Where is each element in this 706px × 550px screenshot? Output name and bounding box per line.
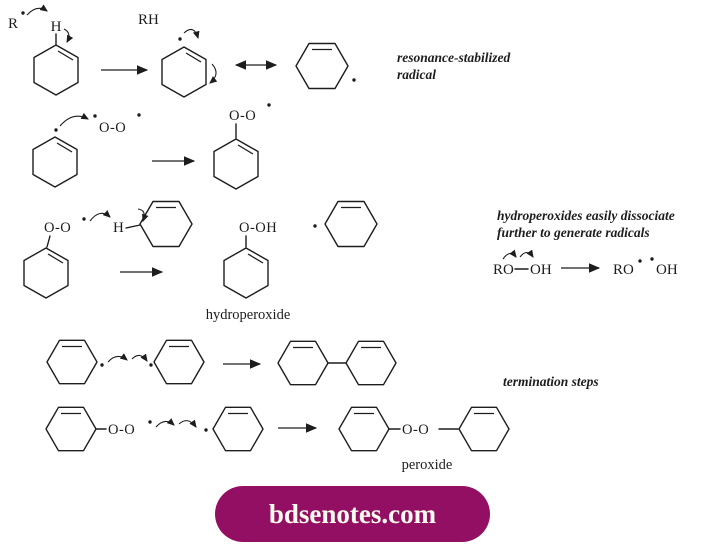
radical-electron-dot [148, 420, 152, 424]
bdsenotes-link[interactable]: bdsenotes.com [215, 486, 490, 542]
hydroperoxide-note-line1: hydroperoxides easily dissociate [497, 208, 675, 223]
bdsenotes-label: bdsenotes.com [268, 498, 437, 529]
c-h-bond [125, 224, 141, 229]
initiation-step: R H RH resonance-stabilized radical [8, 4, 510, 98]
cyclohexene-ring [45, 406, 97, 452]
cyclohexene-ring [223, 247, 269, 299]
radical-electron-dot [82, 217, 86, 221]
radical-reaction-scheme: R H RH resonance-stabilized radical O-O … [8, 4, 678, 473]
resonance-structure-ring [295, 42, 349, 90]
bicyclohexenyl-ring-right [345, 340, 397, 386]
double-bond [247, 253, 264, 264]
electron-pushing-arrow [59, 112, 89, 127]
electron-pushing-arrow [26, 4, 48, 16]
alkoxyl-radical-label: RO [613, 262, 634, 278]
cyclohexene-ring [139, 200, 193, 248]
cyclohexenyl-radical-ring [32, 136, 78, 188]
resonance-note-line2: radical [397, 67, 436, 82]
alkoxide-reactant-label: RO [493, 262, 514, 278]
c-o-bond [46, 235, 51, 248]
radical-electron-dot [137, 113, 141, 117]
cyclohexenyl-radical-ring [324, 200, 378, 248]
electron-pushing-arrow [209, 63, 218, 84]
bicyclohexenyl-ring-left [277, 340, 329, 386]
hydrogen-label: H [51, 19, 62, 35]
oxygen-molecule-label: O-O [99, 120, 126, 136]
double-bond [56, 142, 73, 153]
hydroxyl-radical-label: OH [656, 262, 678, 278]
hydroxyl-reactant-label: OH [530, 262, 552, 278]
radical-electron-dot [21, 11, 25, 15]
radical-electron-dot [178, 37, 182, 41]
radical-electron-dot [100, 363, 104, 367]
radical-electron-dot [267, 103, 271, 107]
radical-electron-dot [54, 128, 58, 132]
double-bond [47, 253, 64, 264]
peroxyl-group-label: O-O [108, 422, 135, 438]
radical-electron-dot [650, 257, 654, 261]
rh-byproduct-label: RH [138, 12, 159, 28]
electron-pushing-arrow [89, 210, 111, 222]
peroxide-oo-label: O-O [402, 422, 429, 438]
cyclohexene-ring [33, 44, 79, 96]
double-bond [185, 52, 202, 63]
r-radical-label: R [8, 16, 18, 32]
radical-coupling-step: termination steps [46, 339, 599, 389]
electron-pushing-arrow [178, 419, 197, 428]
double-bond [237, 144, 254, 155]
radical-electron-dot [352, 78, 356, 82]
peroxide-ring-right [458, 406, 510, 452]
electron-pushing-arrow [502, 249, 517, 260]
cyclohexene-ring [23, 247, 69, 299]
radical-electron-dot [204, 428, 208, 432]
hydroperoxide-caption: hydroperoxide [206, 307, 291, 323]
radical-electron-dot [313, 224, 317, 228]
electron-pushing-arrow [63, 28, 74, 43]
cyclohexenyl-radical-ring [46, 339, 98, 385]
peroxide-caption: peroxide [402, 457, 453, 473]
radical-electron-dot [149, 363, 153, 367]
cyclohexenyl-radical-ring [153, 339, 205, 385]
double-bond [57, 50, 74, 61]
peroxyl-group-label: O-O [229, 108, 256, 124]
electron-pushing-arrow [519, 249, 534, 258]
electron-pushing-arrow [155, 418, 175, 428]
electron-pushing-arrow [183, 28, 200, 40]
electron-pushing-arrow [107, 353, 128, 363]
radical-electron-dot [93, 114, 97, 118]
hydrogen-label: H [113, 220, 124, 236]
radical-electron-dot [638, 259, 642, 263]
termination-note: termination steps [503, 374, 599, 389]
h-abstraction-step: O-O H O-OH hydroperoxide hydroperoxides … [23, 200, 678, 323]
cyclohexenyl-radical-ring [212, 406, 264, 452]
hydroperoxide-note-line2: further to generate radicals [497, 225, 650, 240]
electron-pushing-arrow [131, 353, 148, 362]
resonance-note-line1: resonance-stabilized [397, 50, 510, 65]
peroxide-formation-step: O-O O-O peroxide [45, 406, 510, 473]
peroxyl-group-label: O-O [44, 220, 71, 236]
peroxide-ring-left [338, 406, 390, 452]
cyclohexene-ring [213, 138, 259, 190]
hydroperoxy-group-label: O-OH [239, 220, 277, 236]
oxygen-addition-step: O-O O-O [32, 103, 271, 190]
cyclohexenyl-radical-ring [161, 46, 207, 98]
